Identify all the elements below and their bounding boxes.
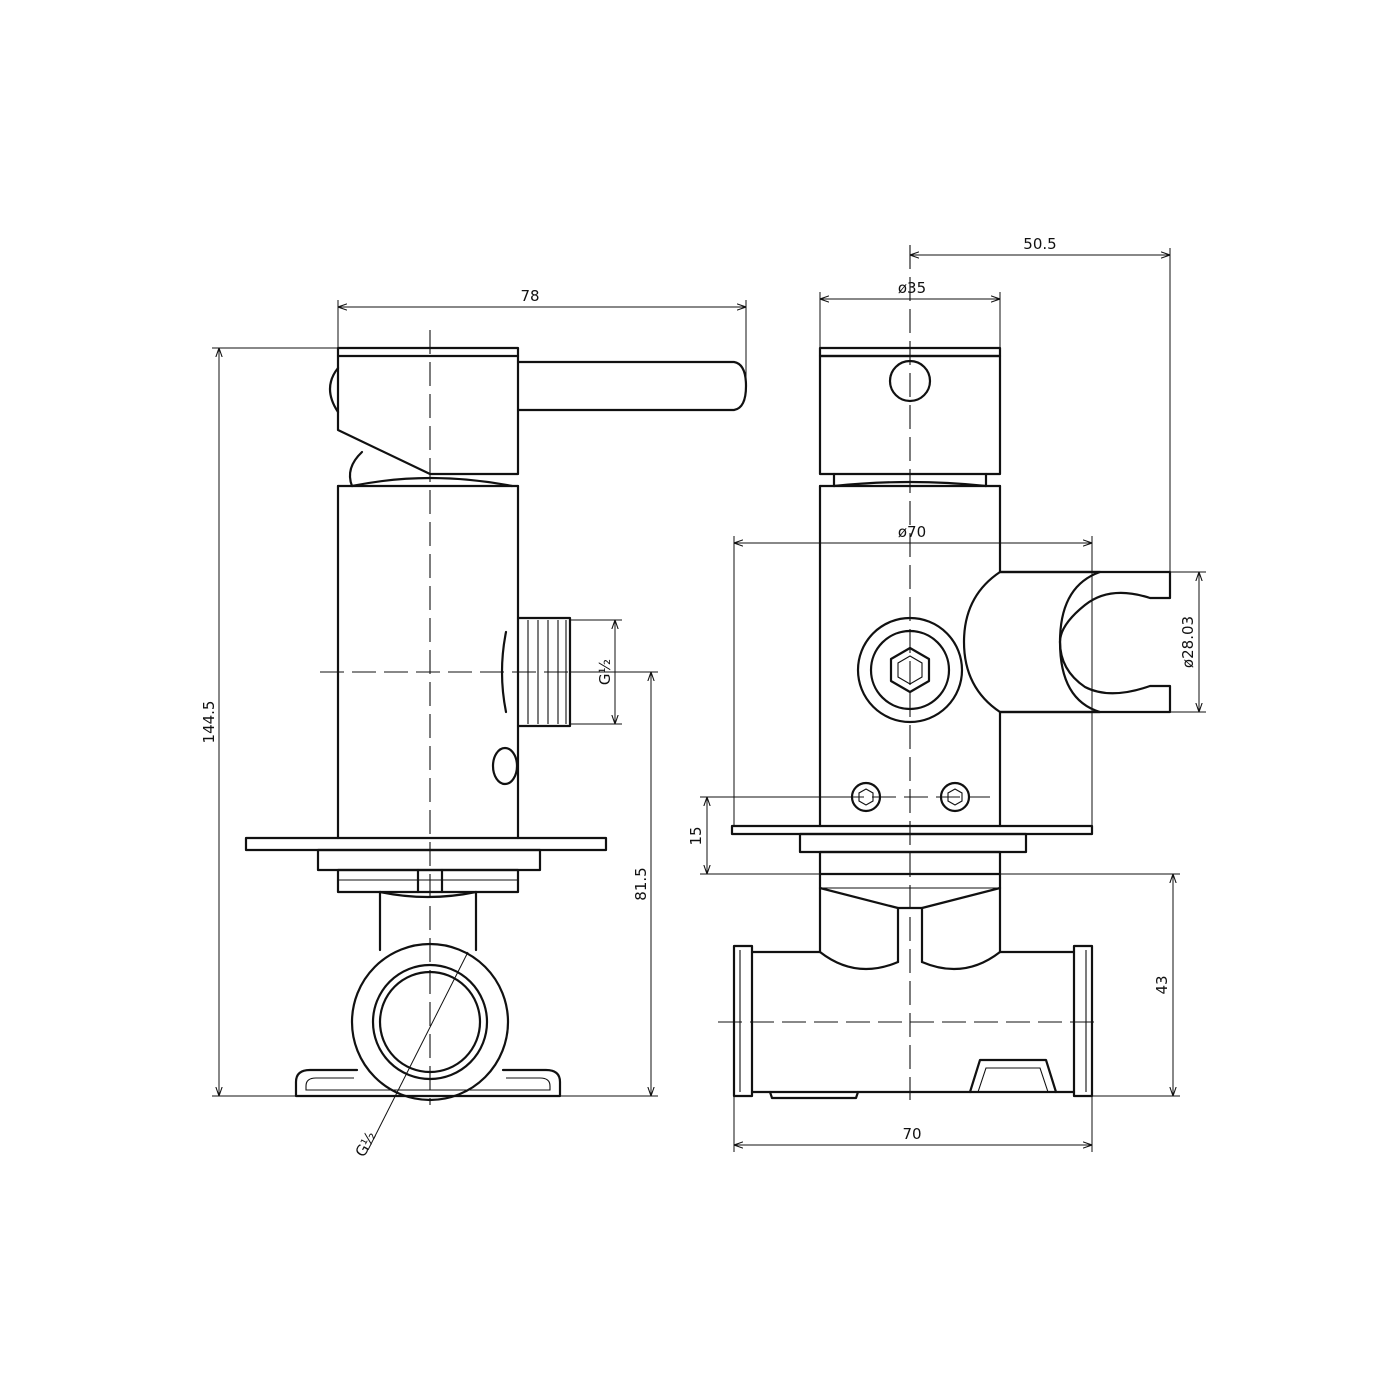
handle-cap xyxy=(336,346,520,358)
dim-35-label: ø35 xyxy=(898,279,926,297)
bottom-thread-leader xyxy=(367,951,469,1151)
inlet-pipe-front xyxy=(732,944,1094,1100)
handle-front xyxy=(818,346,1002,488)
lever-handle xyxy=(328,346,748,488)
dim-78-label: 78 xyxy=(520,287,539,305)
handle-skirt-curve xyxy=(348,450,364,488)
dim-28-label: ø28.03 xyxy=(1179,616,1197,668)
outlet-boss-curve xyxy=(500,630,508,714)
inlet-stem xyxy=(378,890,478,952)
lever-arm xyxy=(516,360,748,412)
dim-144-label: 144.5 xyxy=(200,701,218,744)
cover-plate xyxy=(244,836,608,894)
handle-hole xyxy=(888,359,932,403)
mounting-bracket xyxy=(294,1068,562,1098)
dim-70-bottom-label: 70 xyxy=(902,1125,921,1143)
inlet-ring xyxy=(350,942,510,1102)
handle-button xyxy=(328,366,340,414)
outlet-front xyxy=(856,616,964,724)
hex-socket xyxy=(889,646,931,694)
dim-81-label: 81.5 xyxy=(632,867,650,900)
dim-43-label: 43 xyxy=(1153,975,1171,994)
valve-body xyxy=(336,484,520,840)
lower-body-front xyxy=(818,872,1002,971)
dim-50-label: 50.5 xyxy=(1023,235,1056,253)
shower-holder xyxy=(962,570,1172,714)
side-view-dimensions: 78 144.5 81.5 G½ xyxy=(200,287,747,1097)
front-view xyxy=(718,245,1172,1100)
side-view: G½ xyxy=(244,330,748,1160)
handle-skirt-base xyxy=(350,476,514,488)
screw-right xyxy=(939,781,971,813)
dim-70-top-label: ø70 xyxy=(898,523,926,541)
dim-15-label: 15 xyxy=(687,826,705,845)
dim-g-label: G½ xyxy=(596,659,614,685)
body-hole xyxy=(491,746,519,786)
bottom-thread-label: G½ xyxy=(352,1128,380,1160)
cover-plate-front xyxy=(730,824,1094,876)
front-view-dimensions: 50.5 ø35 ø70 ø28.03 15 43 70 xyxy=(687,235,1206,1152)
handle-body xyxy=(336,354,520,476)
